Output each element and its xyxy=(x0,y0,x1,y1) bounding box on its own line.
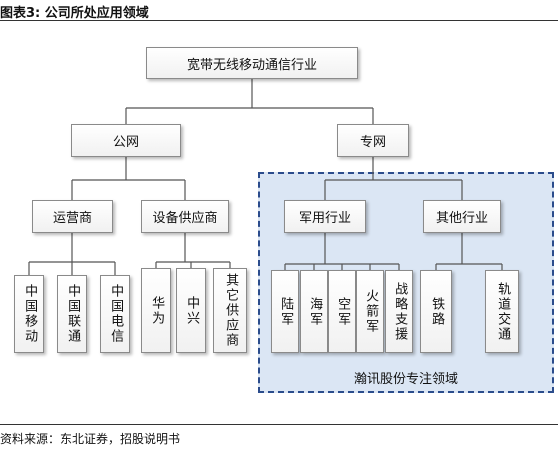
bottom-rule xyxy=(0,424,558,425)
focus-region-label: 瀚讯股份专注领域 xyxy=(353,372,458,387)
node-navy: 海军 xyxy=(300,270,328,353)
node-china-mobile: 中国移动 xyxy=(14,275,44,353)
node-strategic-support: 战略支援 xyxy=(385,270,413,353)
node-zte: 中兴 xyxy=(176,268,206,353)
node-other-suppliers: 其它供应商 xyxy=(213,268,247,353)
node-public: 公网 xyxy=(71,124,181,157)
node-china-unicom: 中国联通 xyxy=(57,275,87,353)
node-other-industry: 其他行业 xyxy=(423,200,501,233)
source-note: 资料来源：东北证券，招股说明书 xyxy=(0,432,181,446)
node-rail-transit: 轨道交通 xyxy=(485,270,519,353)
node-private: 专网 xyxy=(337,124,409,157)
node-army: 陆军 xyxy=(271,270,299,353)
node-operators: 运营商 xyxy=(32,200,113,233)
node-china-telecom: 中国电信 xyxy=(100,275,130,353)
node-military-industry: 军用行业 xyxy=(284,200,366,233)
node-huawei: 华为 xyxy=(141,268,171,353)
node-railway: 铁路 xyxy=(420,270,452,353)
top-rule xyxy=(0,20,558,21)
node-equipment-suppliers: 设备供应商 xyxy=(141,200,229,233)
node-root: 宽带无线移动通信行业 xyxy=(146,47,358,79)
node-air-force: 空军 xyxy=(328,270,356,353)
figure-caption: 图表3: 公司所处应用领域 xyxy=(0,6,149,21)
node-rocket-force: 火箭军 xyxy=(356,270,384,353)
